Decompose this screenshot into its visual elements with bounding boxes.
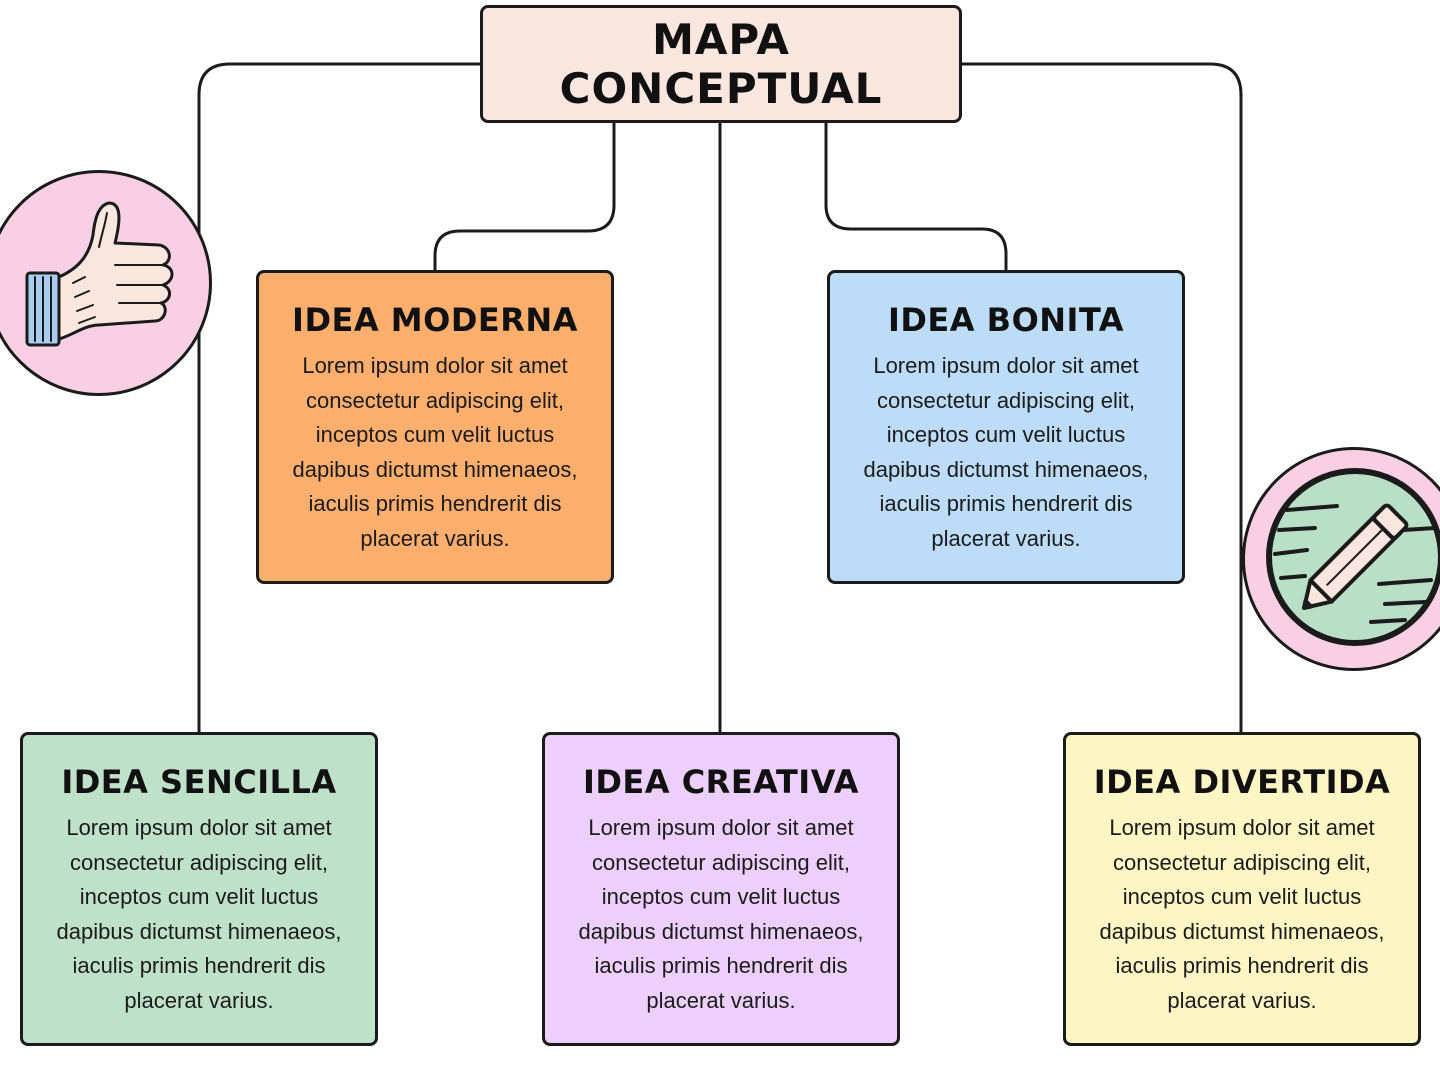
idea-moderna-box: IDEA MODERNA Lorem ipsum dolor sit amet … bbox=[256, 270, 614, 584]
thumbs-up-icon bbox=[0, 170, 212, 396]
thumbs-up-graphic bbox=[25, 201, 174, 347]
connector-bonita bbox=[824, 123, 1008, 271]
idea-moderna-title: IDEA MODERNA bbox=[292, 301, 578, 339]
idea-divertida-title: IDEA DIVERTIDA bbox=[1093, 763, 1391, 801]
idea-sencilla-text: Lorem ipsum dolor sit amet consectetur a… bbox=[56, 815, 342, 1013]
connector-moderna bbox=[433, 123, 616, 271]
idea-creativa-title: IDEA CREATIVA bbox=[582, 763, 860, 801]
pencil-icon bbox=[1242, 447, 1440, 671]
idea-bonita-text: Lorem ipsum dolor sit amet consectetur a… bbox=[863, 353, 1149, 551]
idea-bonita-title: IDEA BONITA bbox=[887, 301, 1125, 339]
idea-divertida-text: Lorem ipsum dolor sit amet consectetur a… bbox=[1099, 815, 1385, 1013]
connector-divertida bbox=[962, 62, 1243, 733]
idea-sencilla-box: IDEA SENCILLA Lorem ipsum dolor sit amet… bbox=[20, 732, 378, 1046]
idea-bonita-box: IDEA BONITA Lorem ipsum dolor sit amet c… bbox=[827, 270, 1185, 584]
connector-sencilla bbox=[197, 62, 480, 733]
page-title: MAPA CONCEPTUAL bbox=[559, 15, 883, 113]
title-box: MAPA CONCEPTUAL bbox=[480, 5, 962, 123]
idea-sencilla-title: IDEA SENCILLA bbox=[61, 763, 337, 801]
idea-creativa-box: IDEA CREATIVA Lorem ipsum dolor sit amet… bbox=[542, 732, 900, 1046]
idea-divertida-box: IDEA DIVERTIDA Lorem ipsum dolor sit ame… bbox=[1063, 732, 1421, 1046]
idea-moderna-text: Lorem ipsum dolor sit amet consectetur a… bbox=[292, 353, 578, 551]
idea-creativa-text: Lorem ipsum dolor sit amet consectetur a… bbox=[578, 815, 864, 1013]
pencil-graphic bbox=[1266, 468, 1440, 646]
